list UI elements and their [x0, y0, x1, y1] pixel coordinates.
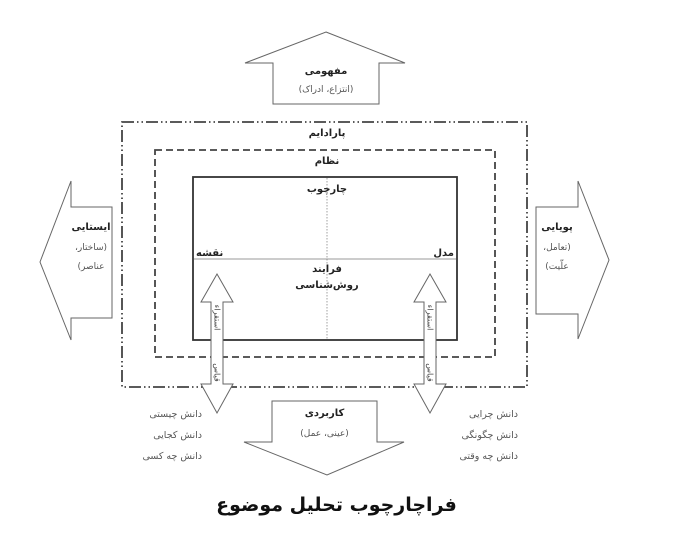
dynamic-sublabel-1: (تعامل، — [543, 243, 571, 253]
knowledge-item: دانش چیستی — [149, 409, 202, 420]
static-sublabel-1: (ساختار، — [74, 243, 108, 253]
dynamic-sublabel-2: علّیت) — [545, 262, 569, 272]
knowledge-list-left: دانش چیستی دانش کجایی دانش چه کسی — [130, 404, 202, 467]
model-label: مدل — [433, 248, 454, 259]
static-arrow-left — [39, 180, 113, 341]
system-label: نظام — [314, 156, 340, 167]
process-label: فرایند — [312, 264, 342, 275]
dynamic-label: پویایی — [541, 222, 573, 233]
paradigm-box — [121, 121, 528, 388]
static-label: ایستایی — [71, 222, 111, 233]
system-box — [154, 149, 496, 358]
conceptual-sublabel: (انتزاع، ادراک) — [298, 85, 354, 95]
induction-deduction-arrow-right — [413, 272, 447, 415]
conceptual-label: مفهومی — [304, 66, 348, 77]
diagram-caption: فراچارچوب تحلیل موضوع — [216, 494, 457, 516]
knowledge-item: دانش چگونگی — [461, 430, 518, 441]
paradigm-label: پارادایم — [308, 128, 346, 139]
deduction-label-right: قیاس — [425, 363, 435, 382]
knowledge-item: دانش چه وقتی — [459, 451, 518, 462]
framework-box — [192, 176, 458, 341]
induction-deduction-arrow-left — [200, 272, 234, 415]
framework-label: چارچوب — [306, 184, 348, 195]
methodology-label: روش‌شناسی — [295, 280, 359, 291]
knowledge-item: دانش چه کسی — [142, 451, 202, 462]
knowledge-list-right: دانش چرایی دانش چگونگی دانش چه وقتی — [440, 404, 518, 467]
induction-label-right: استقراء — [425, 304, 435, 331]
applied-sublabel: (عینی، عمل) — [300, 429, 349, 439]
knowledge-item: دانش چرایی — [469, 409, 518, 420]
static-sublabel-2: عناصر) — [77, 262, 105, 272]
knowledge-item: دانش کجایی — [153, 430, 202, 441]
map-label: نقشه — [196, 248, 224, 259]
applied-label: کاربردی — [304, 408, 345, 419]
applied-arrow-down — [243, 400, 405, 476]
induction-label-left: استقراء — [212, 304, 222, 331]
dynamic-arrow-right — [535, 180, 610, 340]
deduction-label-left: قیاس — [212, 363, 222, 382]
conceptual-arrow-up — [244, 31, 406, 105]
